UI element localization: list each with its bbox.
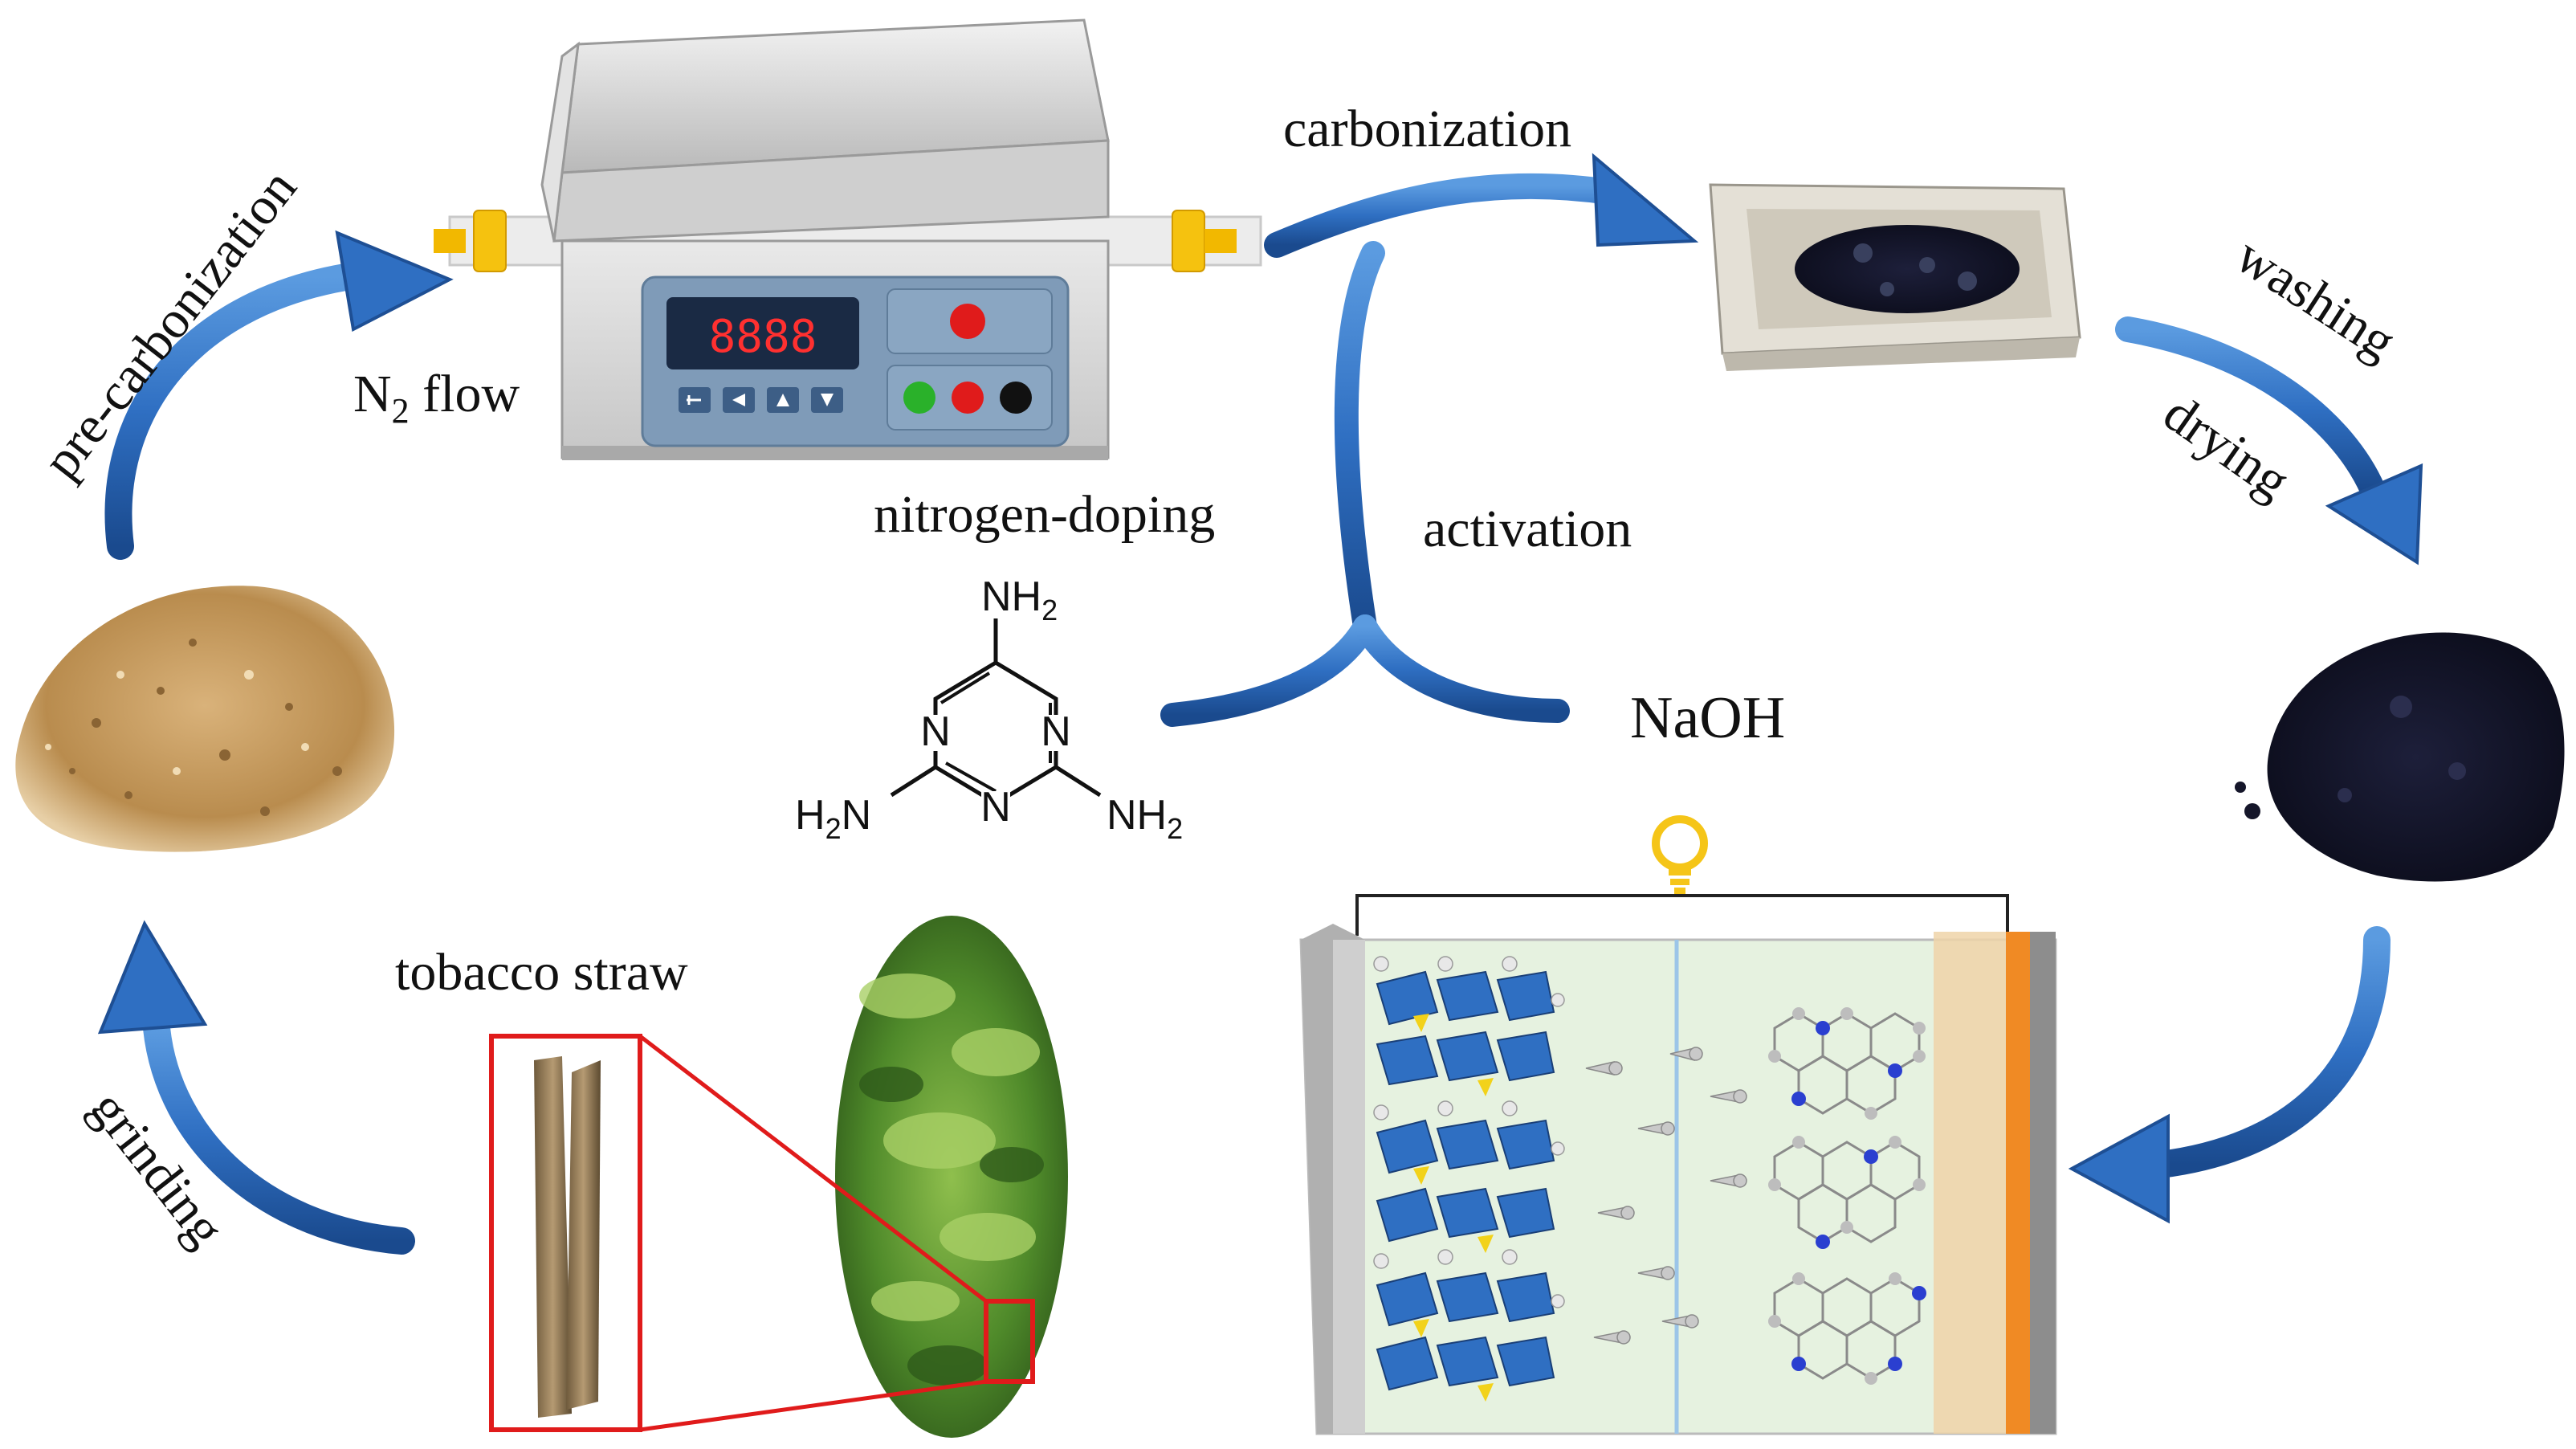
pre-carbonization-label: pre-carbonization <box>31 159 308 490</box>
amine-right: NH2 <box>1107 792 1183 845</box>
assembly-arrow <box>2068 926 2391 1224</box>
nitrogen-doping-label: nitrogen-doping <box>874 485 1215 544</box>
amine-left: H2N <box>795 792 871 845</box>
pre-carbonization-arrow <box>104 230 454 560</box>
activation-label: activation <box>1423 500 1632 558</box>
n2-flow-label: N2 flow <box>353 365 520 431</box>
furnace-display: 8888 <box>709 311 817 363</box>
washing-drying-arrow <box>2115 316 2423 565</box>
straw-powder-image <box>15 586 395 852</box>
washing-label: washing <box>2226 226 2406 371</box>
naoh-label: NaOH <box>1630 685 1785 751</box>
crucible-image <box>1709 183 2081 371</box>
ring-n-bottom: N <box>980 784 1011 831</box>
carbonization-label: carbonization <box>1283 100 1571 158</box>
carbonization-arrow <box>1264 153 1699 258</box>
drying-label: drying <box>2153 383 2300 511</box>
tobacco-straw-label: tobacco straw <box>395 943 688 1002</box>
tobacco-straw-image <box>489 1034 988 1432</box>
tobacco-plant-image <box>835 916 1068 1438</box>
carbon-powder-image <box>2235 632 2565 882</box>
capacitor-device <box>1299 815 2057 1435</box>
tube-furnace: 8888 <box>434 18 1262 460</box>
doping-activation-arrow <box>1160 241 1570 727</box>
ring-n-left: N <box>920 708 951 755</box>
grinding-arrow <box>97 920 415 1255</box>
left-electrode-structure <box>1373 956 1565 1402</box>
ions <box>1585 1047 1747 1345</box>
bulb-icon <box>1652 815 1708 871</box>
amine-top: NH2 <box>981 573 1058 627</box>
melamine-structure: N N N NH2 H2N NH2 <box>795 573 1183 845</box>
ring-n-right: N <box>1041 708 1071 755</box>
